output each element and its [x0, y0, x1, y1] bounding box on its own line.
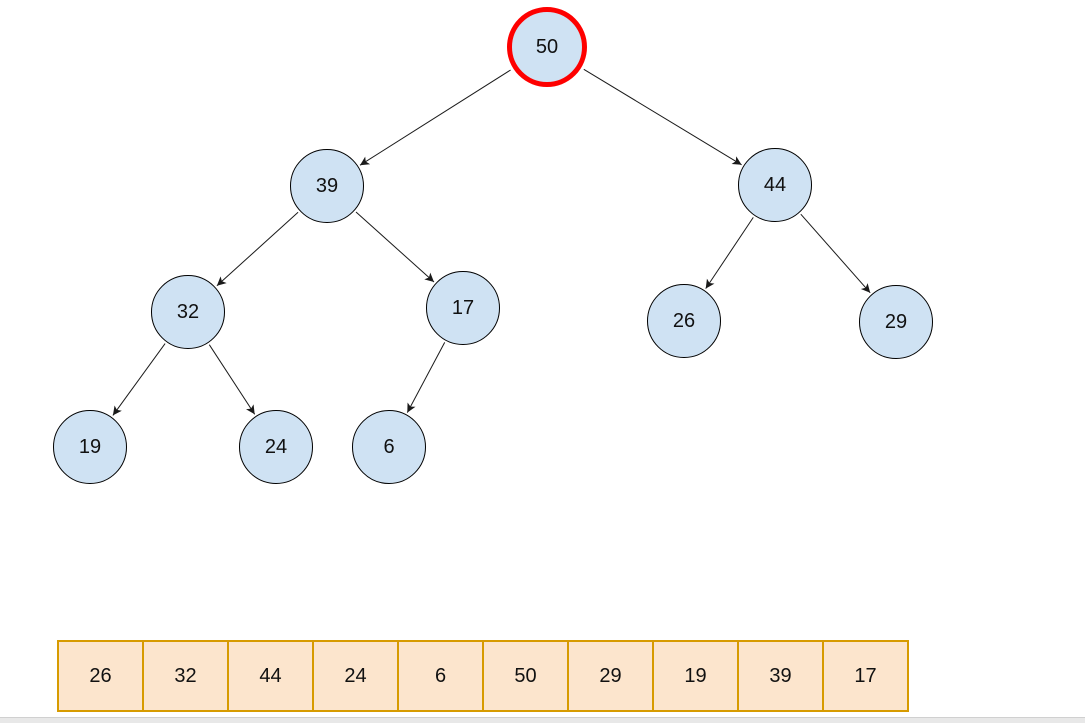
- horizontal-scrollbar[interactable]: [0, 717, 1085, 723]
- node-value: 17: [451, 296, 475, 319]
- array-representation: 26 32 44 24 6 50 29 19 39 17: [57, 640, 909, 712]
- array-cell-1: 32: [142, 640, 229, 712]
- edge-39-32: [216, 211, 299, 287]
- node-value: 26: [672, 309, 696, 332]
- edge-32-24: [208, 344, 256, 415]
- edge-50-39: [359, 69, 511, 166]
- node-value: 29: [884, 310, 908, 333]
- node-value: 50: [535, 35, 559, 58]
- edge-50-44: [583, 68, 742, 166]
- array-cell-5: 50: [482, 640, 569, 712]
- array-cell-0: 26: [57, 640, 144, 712]
- node-value: 6: [383, 435, 395, 458]
- edge-39-17: [355, 211, 435, 283]
- array-cell-6: 29: [567, 640, 654, 712]
- tree-node-50-root-highlighted[interactable]: 50: [507, 7, 587, 87]
- tree-node-44[interactable]: 44: [738, 148, 812, 222]
- edge-32-19: [112, 343, 166, 416]
- array-cell-3: 24: [312, 640, 399, 712]
- node-value: 32: [176, 300, 200, 323]
- tree-node-39[interactable]: 39: [290, 149, 364, 223]
- tree-node-17[interactable]: 17: [426, 271, 500, 345]
- tree-node-24[interactable]: 24: [239, 410, 313, 484]
- edge-17-6: [406, 342, 446, 413]
- tree-node-32[interactable]: 32: [151, 275, 225, 349]
- edge-44-26: [705, 217, 754, 289]
- tree-node-6[interactable]: 6: [352, 410, 426, 484]
- edge-44-29: [800, 213, 871, 294]
- array-cell-4: 6: [397, 640, 484, 712]
- node-value: 44: [763, 173, 787, 196]
- tree-node-19[interactable]: 19: [53, 410, 127, 484]
- node-value: 19: [78, 435, 102, 458]
- array-cell-7: 19: [652, 640, 739, 712]
- node-value: 24: [264, 435, 288, 458]
- array-cell-8: 39: [737, 640, 824, 712]
- tree-node-29[interactable]: 29: [859, 285, 933, 359]
- array-cell-2: 44: [227, 640, 314, 712]
- tree-node-26[interactable]: 26: [647, 284, 721, 358]
- array-cell-9: 17: [822, 640, 909, 712]
- node-value: 39: [315, 174, 339, 197]
